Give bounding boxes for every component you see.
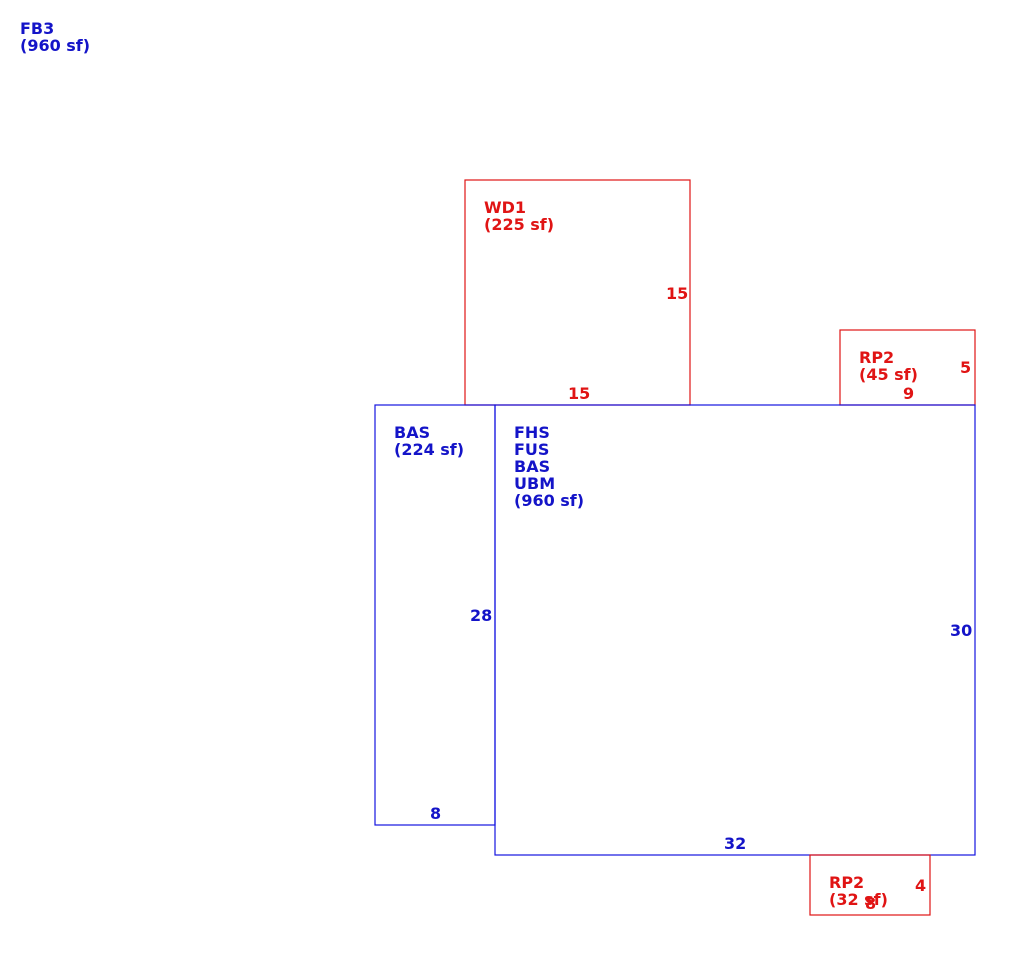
rp2-top-side-bottom: 9 — [903, 384, 914, 403]
legend-code: FB3 — [20, 19, 54, 38]
bas-small-side-right: 28 — [470, 606, 492, 625]
rp2-bottom-side-right: 4 — [915, 876, 926, 895]
main-code-2: FUS — [514, 440, 549, 459]
main-code-4: UBM — [514, 474, 555, 493]
wd1-area: (225 sf) — [484, 215, 554, 234]
bas-small-side-bottom: 8 — [430, 804, 441, 823]
rp2-bottom-side-bottom: 8 — [865, 894, 876, 913]
rp2-bottom-outline — [809, 854, 931, 916]
main-code-1: FHS — [514, 423, 550, 442]
main-side-bottom: 32 — [724, 834, 746, 853]
wd1-side-right: 15 — [666, 284, 688, 303]
rp2-top-area: (45 sf) — [859, 365, 918, 384]
legend-area: (960 sf) — [20, 36, 90, 55]
main-outline — [494, 404, 976, 856]
rp2-bottom-area: (32 sf) — [829, 890, 888, 909]
bas-small-area: (224 sf) — [394, 440, 464, 459]
wd1-side-bottom: 15 — [568, 384, 590, 403]
wd1-code: WD1 — [484, 198, 526, 217]
bas-small-code: BAS — [394, 423, 430, 442]
rp2-top-code: RP2 — [859, 348, 894, 367]
main-side-right: 30 — [950, 621, 972, 640]
main-area: (960 sf) — [514, 491, 584, 510]
main-code-3: BAS — [514, 457, 550, 476]
rp2-bottom-code: RP2 — [829, 873, 864, 892]
rp2-top-side-right: 5 — [960, 358, 971, 377]
